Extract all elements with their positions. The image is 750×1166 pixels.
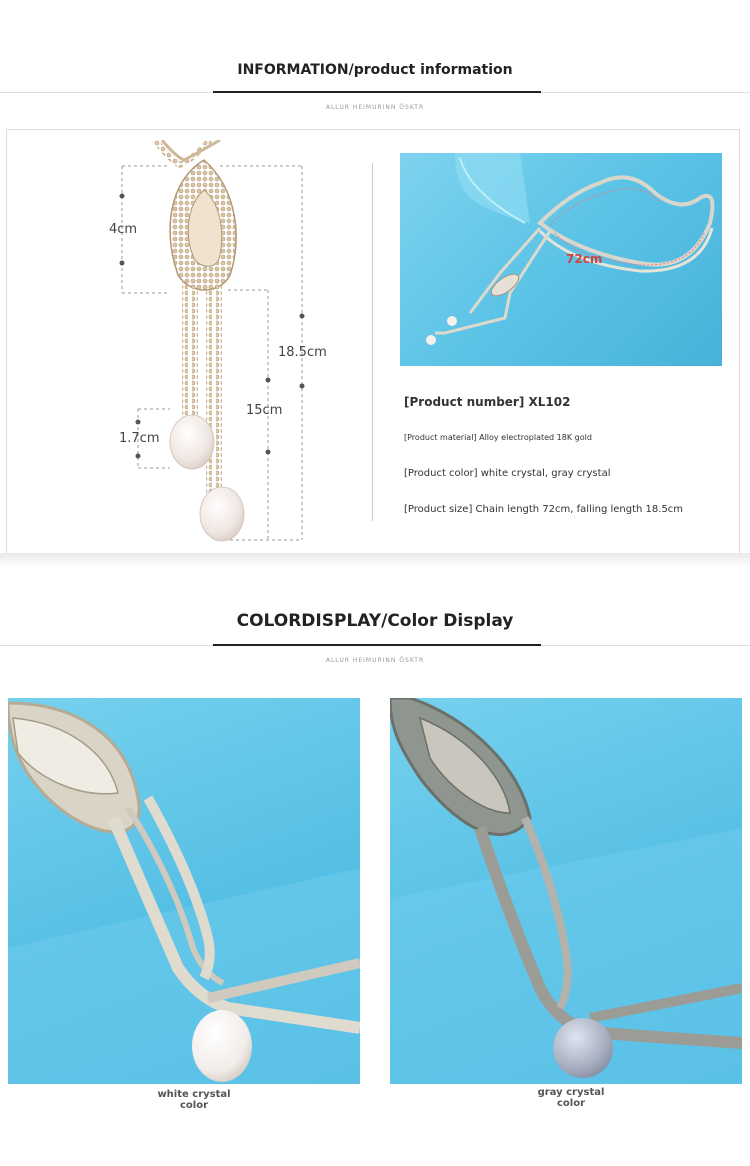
chain-length-illustration [426,153,715,345]
dimension-total-label: 18.5cm [278,345,327,360]
product-number: [Product number] XL102 [404,395,571,409]
header-underline [213,91,541,93]
chain-length-label: 72cm [566,252,603,266]
panel-divider [372,163,373,521]
dimension-top-label: 4cm [109,222,138,237]
white-crystal-photo [8,698,360,1084]
product-material: [Product material] Alloy electroplated 1… [404,433,592,442]
color-header-underline [213,644,541,646]
gray-crystal-caption-line1: gray crystal [537,1087,605,1098]
information-title: INFORMATION/product information [237,62,513,78]
dimension-inner-label: 15cm [246,403,283,418]
product-color: [Product color] white crystal, gray crys… [404,468,611,479]
gray-crystal-illustration [390,698,742,1084]
product-diagram [119,140,305,542]
white-crystal-caption-line2: color [179,1100,209,1111]
dimension-pearl-label: 1.7cm [119,431,160,446]
white-crystal-illustration [8,701,360,1084]
white-crystal-caption-line1: white crystal [157,1089,231,1100]
color-display-subtitle: ALLUR HEIMURINN ÖSKTR [325,657,425,664]
product-size: [Product size] Chain length 72cm, fallin… [404,504,684,515]
information-subtitle: ALLUR HEIMURINN ÖSKTR [325,104,425,111]
chain-length-photo [400,153,722,366]
gray-crystal-caption-line2: color [556,1098,586,1109]
color-display-title: COLORDISPLAY/Color Display [236,611,514,631]
panel-shadow [0,553,750,567]
gray-crystal-photo [390,698,742,1084]
